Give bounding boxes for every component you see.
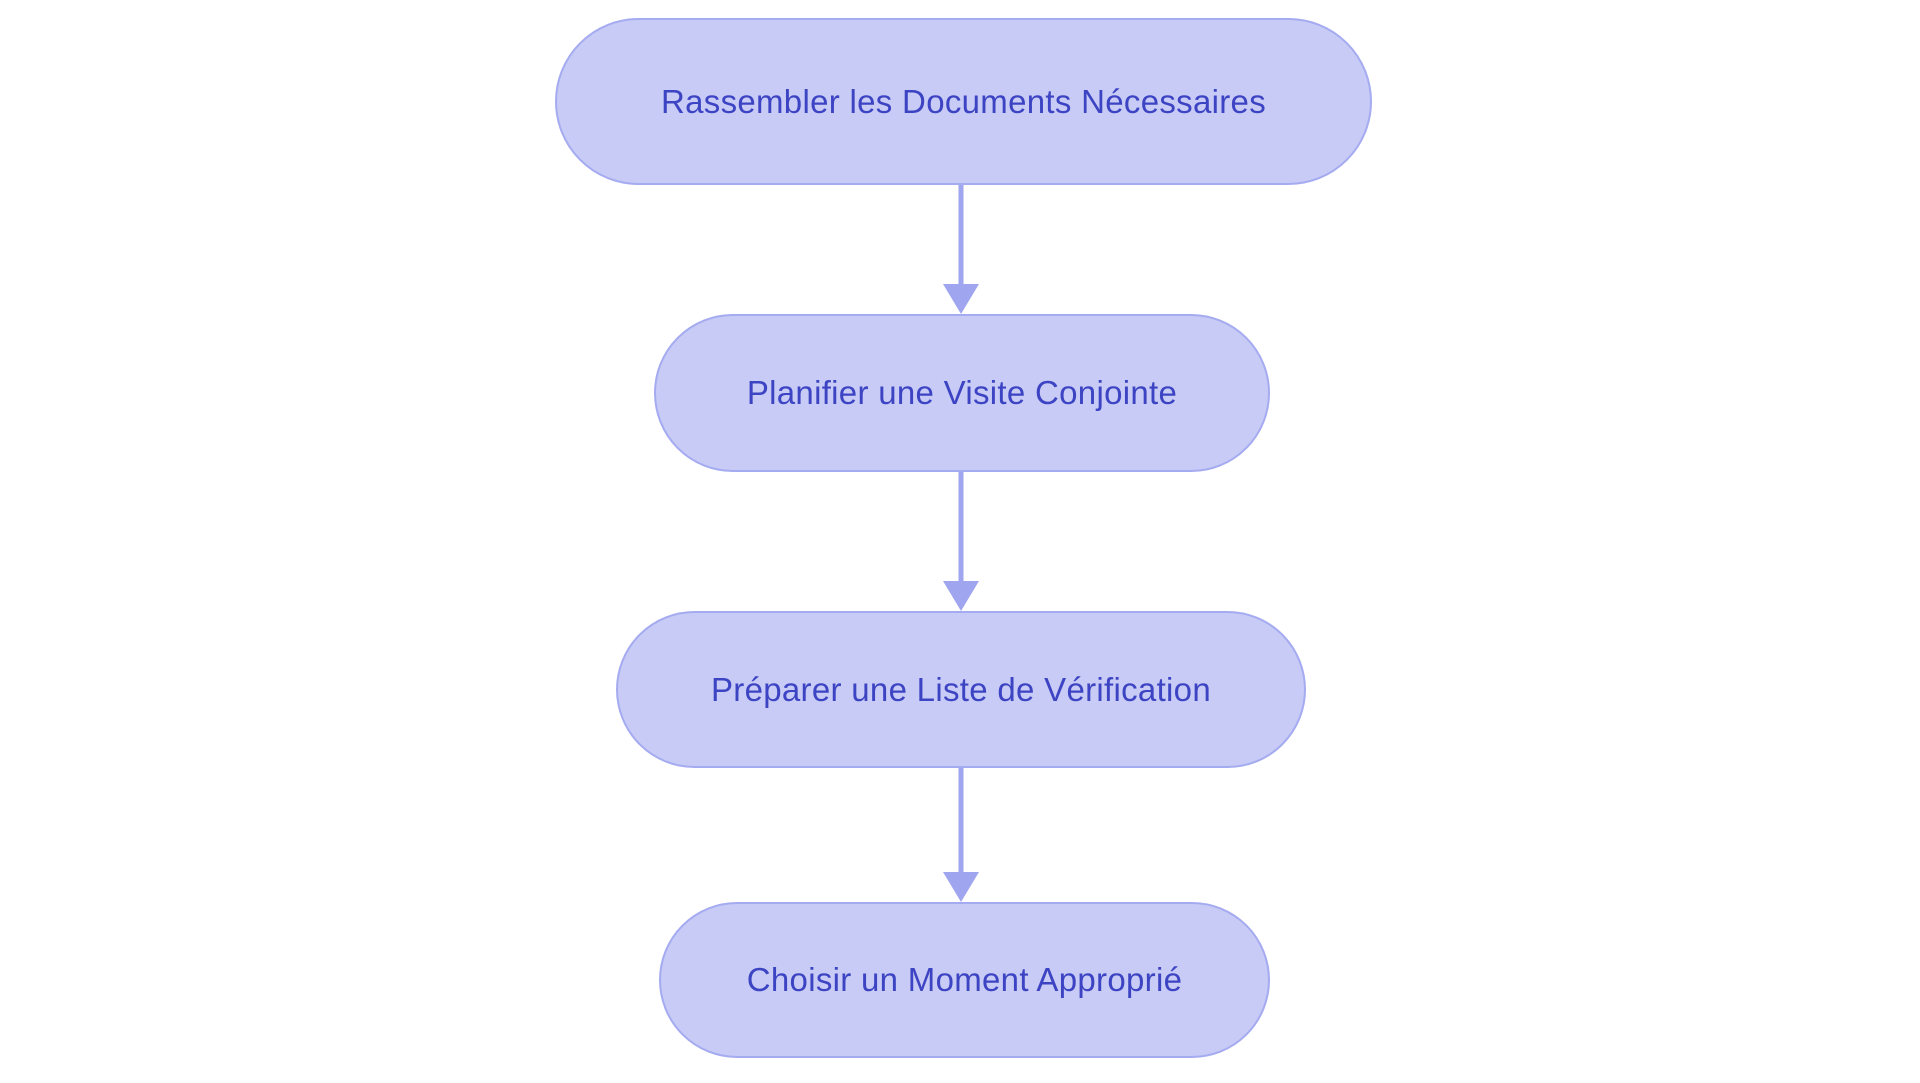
arrow-down-icon [943, 472, 979, 611]
node-label: Préparer une Liste de Vérification [711, 670, 1211, 708]
flowchart-node-step-4: Choisir un Moment Approprié [659, 902, 1270, 1058]
flowchart-node-step-3: Préparer une Liste de Vérification [616, 611, 1306, 768]
arrow-down-icon [943, 768, 979, 902]
arrow-down-icon [943, 185, 979, 314]
node-label: Choisir un Moment Approprié [746, 961, 1183, 998]
flowchart-node-step-1: Rassembler les Documents Nécessaires [555, 18, 1372, 185]
flowchart-node-step-2: Planifier une Visite Conjointe [654, 314, 1270, 472]
node-label: Rassembler les Documents Nécessaires [660, 82, 1266, 120]
node-label: Planifier une Visite Conjointe [746, 374, 1178, 411]
flow-arrow-1-to-2 [941, 185, 981, 314]
flow-arrow-2-to-3 [941, 472, 981, 611]
flow-arrow-3-to-4 [941, 768, 981, 902]
